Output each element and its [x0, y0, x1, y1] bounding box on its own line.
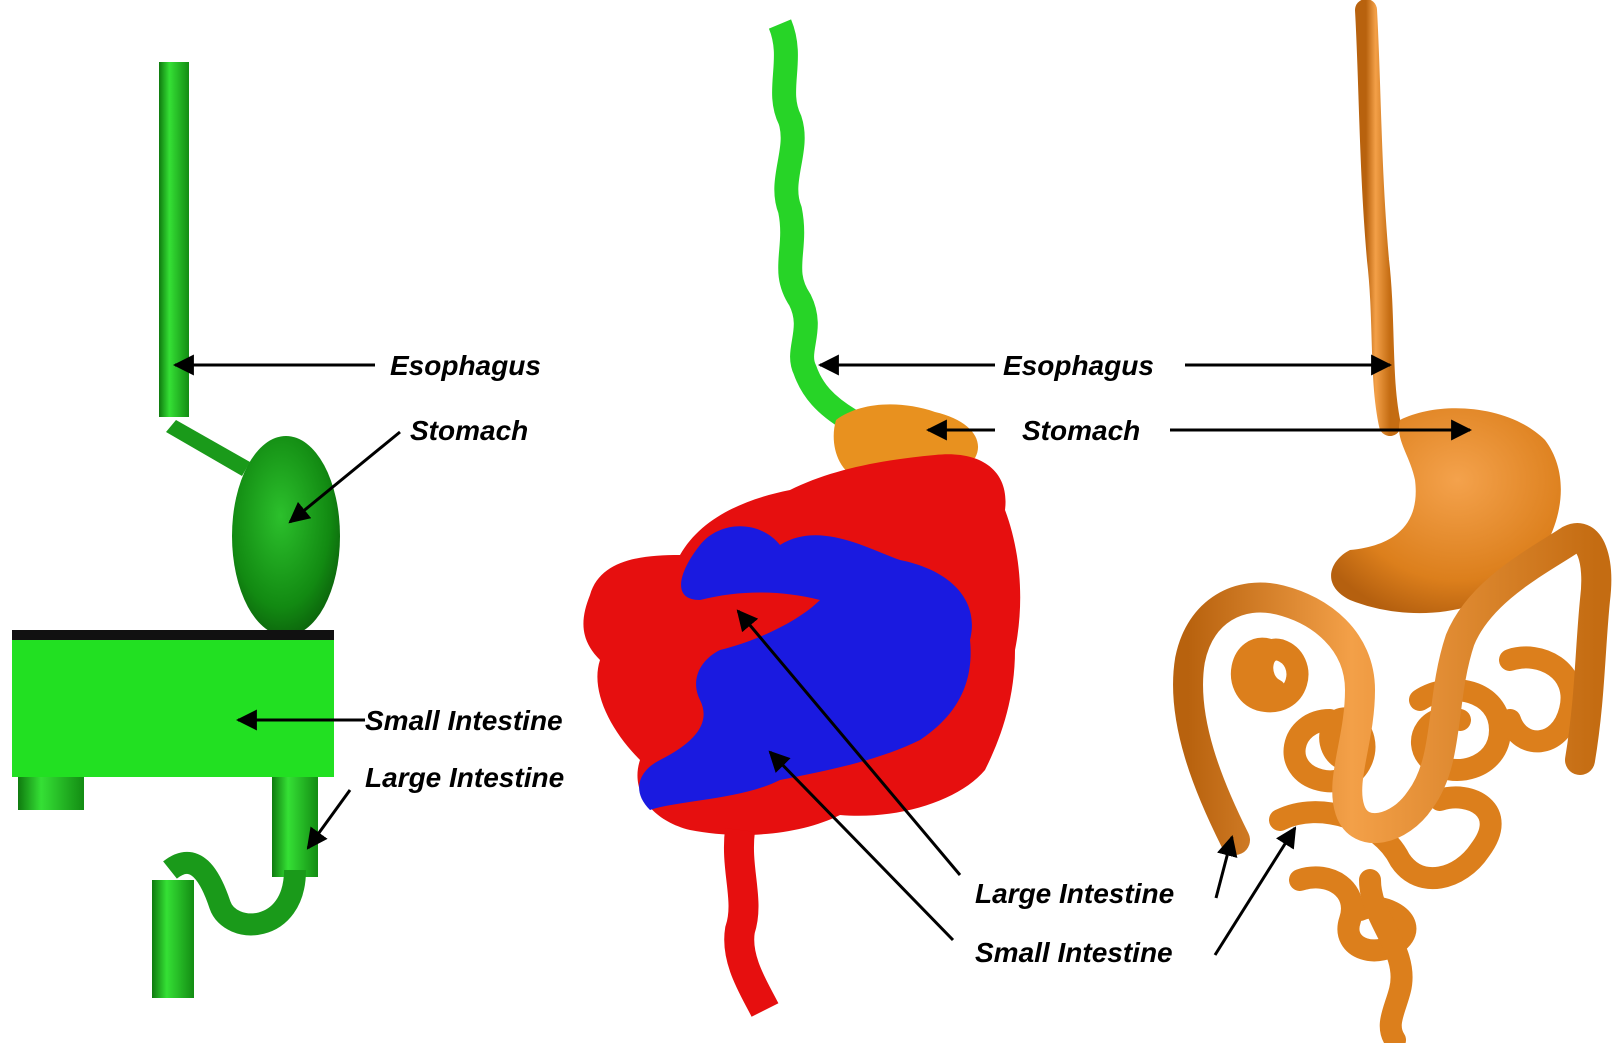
p1-large-intestine-label: Large Intestine [365, 762, 564, 793]
model-small-intestine [12, 640, 334, 777]
model-large-intestine-left [152, 880, 194, 998]
p2-esophagus-label: Esophagus [1003, 350, 1154, 381]
p2-small-intestine-label: Small Intestine [975, 937, 1173, 968]
p1-small-intestine-label: Small Intestine [365, 705, 563, 736]
p1-stomach-label: Stomach [410, 415, 528, 446]
mesh-small-intestine [1242, 649, 1572, 1040]
p2-stomach-label: Stomach [1022, 415, 1140, 446]
model-large-intestine-right [272, 777, 318, 877]
simplified-model-panel [12, 62, 340, 998]
smooth-mesh-model-panel [1188, 10, 1596, 1040]
model-left-stub [18, 777, 84, 810]
mesh-esophagus [1366, 10, 1390, 425]
segmented-esophagus [780, 24, 850, 420]
model-stomach [232, 436, 340, 636]
p2-large-intestine-label: Large Intestine [975, 878, 1174, 909]
segmented-rectum [739, 830, 765, 1010]
model-esophagus-connector [166, 420, 250, 476]
segmented-ct-model-panel [583, 24, 1020, 1010]
p1-esophagus-label: Esophagus [390, 350, 541, 381]
